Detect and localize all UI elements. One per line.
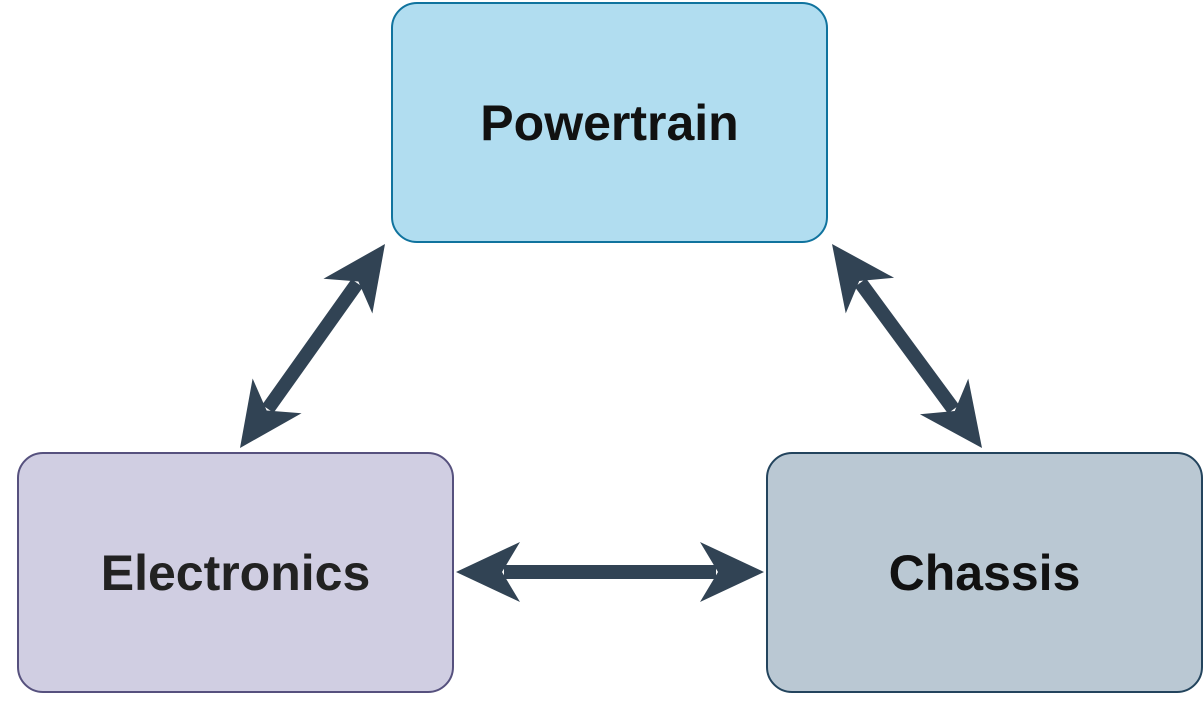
arrowhead-chassis: [700, 542, 764, 602]
chassis-node[interactable]: Chassis: [766, 452, 1203, 693]
electronics-label: Electronics: [100, 544, 371, 601]
connector-powertrain-chassis: [854, 278, 960, 414]
arrowhead-powertrain: [832, 244, 895, 314]
arrowhead-electronics: [240, 378, 302, 448]
arrowhead-powertrain: [323, 244, 385, 314]
powertrain-label: Powertrain: [480, 94, 739, 151]
electronics-node[interactable]: Electronics: [17, 452, 454, 693]
chassis-label: Chassis: [888, 544, 1081, 601]
arrowhead-chassis: [919, 378, 982, 448]
arrowhead-electronics: [456, 542, 520, 602]
connector-powertrain-electronics: [262, 279, 363, 413]
powertrain-node[interactable]: Powertrain: [391, 2, 828, 243]
